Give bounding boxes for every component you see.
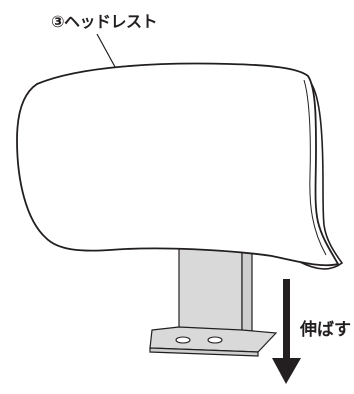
headrest-cushion <box>16 62 344 270</box>
direction-label: 伸ばす <box>300 320 351 340</box>
screw-hole-right <box>207 336 223 344</box>
cushion-front <box>16 62 340 267</box>
screw-hole-left <box>175 336 191 344</box>
bracket-stem-side <box>241 244 253 339</box>
part-label: ③ヘッドレスト <box>51 12 158 31</box>
cushion-contour <box>303 79 327 256</box>
bracket-stem-front <box>178 244 243 336</box>
bracket-base-edge <box>149 347 259 357</box>
down-arrow <box>272 279 301 384</box>
bracket <box>149 244 278 357</box>
arrow-head <box>272 358 301 384</box>
arrow-shaft <box>283 279 290 361</box>
